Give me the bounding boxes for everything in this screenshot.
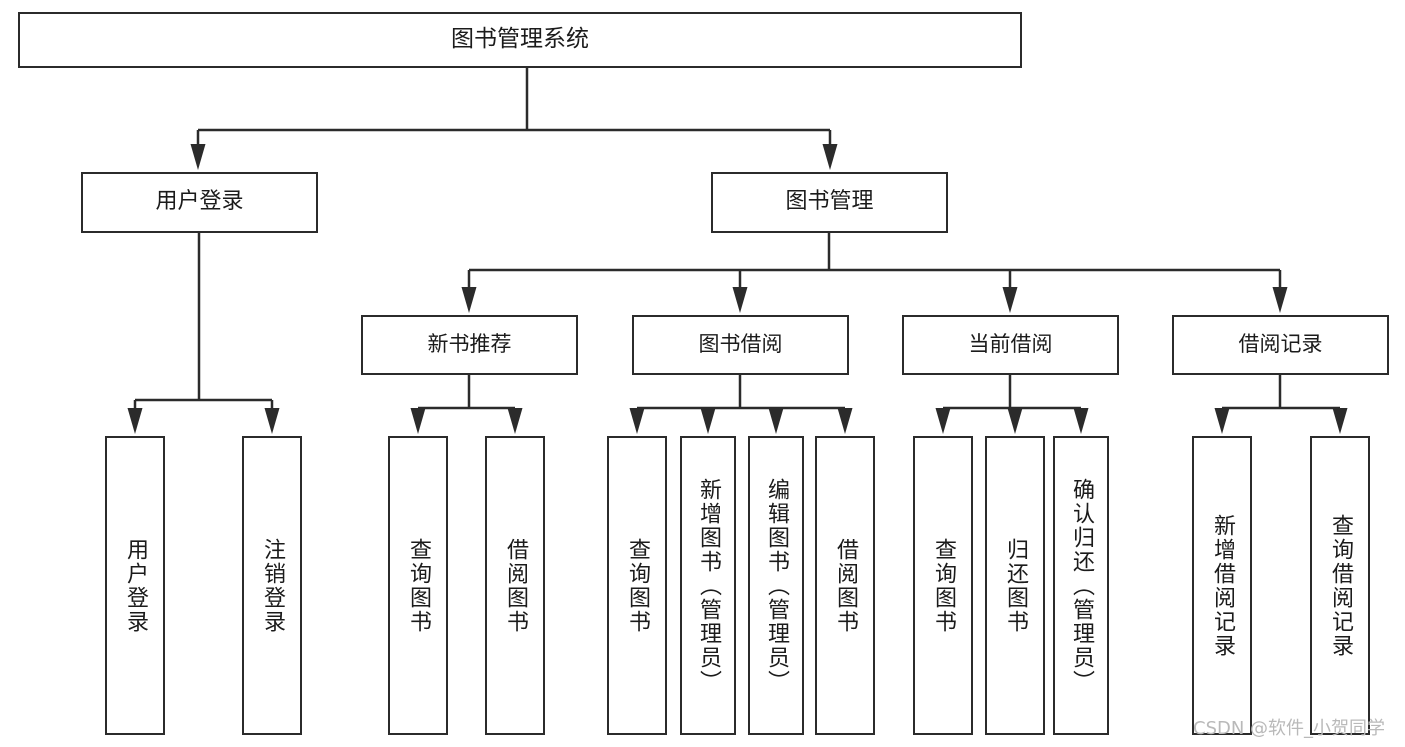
arrowhead-book_manage_to_level2-2 <box>1002 287 1018 313</box>
arrowhead-root_to_level1-0 <box>190 144 206 170</box>
node-leaf-add-borrow-record[interactable]: 新增借阅记录 <box>1192 436 1252 735</box>
arrowhead-record_to_leaves-1 <box>1332 408 1348 434</box>
node-book-manage-label: 图书管理 <box>785 189 874 215</box>
node-leaf-query-book-1-label: 查询图书 <box>406 537 431 634</box>
node-new-book-recommend[interactable]: 新书推荐 <box>361 315 578 375</box>
node-leaf-query-borrow-record-label: 查询借阅记录 <box>1328 513 1353 658</box>
arrowhead-borrow_to_leaves-1 <box>700 408 716 434</box>
node-leaf-query-borrow-record[interactable]: 查询借阅记录 <box>1310 436 1370 735</box>
node-leaf-query-book-1[interactable]: 查询图书 <box>388 436 448 735</box>
csdn-watermark: CSDN @软件_小贺同学 <box>1193 718 1386 739</box>
node-borrow-record[interactable]: 借阅记录 <box>1172 315 1389 375</box>
node-book-borrow[interactable]: 图书借阅 <box>632 315 849 375</box>
arrowhead-borrow_to_leaves-2 <box>768 408 784 434</box>
node-borrow-record-label: 借阅记录 <box>1238 332 1323 357</box>
arrowhead-book_manage_to_level2-1 <box>732 287 748 313</box>
node-leaf-edit-book-admin[interactable]: 编辑图书（管理员） <box>748 436 804 735</box>
arrowhead-root_to_level1-1 <box>822 144 838 170</box>
node-leaf-add-book-admin-label: 新增图书（管理员） <box>696 477 721 694</box>
node-leaf-user-login[interactable]: 用户登录 <box>105 436 165 735</box>
arrowhead-book_manage_to_level2-0 <box>461 287 477 313</box>
node-leaf-query-book-2[interactable]: 查询图书 <box>607 436 667 735</box>
node-current-borrow[interactable]: 当前借阅 <box>902 315 1119 375</box>
arrowhead-recommend_to_leaves-1 <box>507 408 523 434</box>
arrowhead-borrow_to_leaves-3 <box>837 408 853 434</box>
node-leaf-edit-book-admin-label: 编辑图书（管理员） <box>764 477 789 694</box>
arrowhead-user_login_to_leaves-1 <box>264 408 280 434</box>
node-book-borrow-label: 图书借阅 <box>698 332 783 357</box>
node-leaf-logout-login[interactable]: 注销登录 <box>242 436 302 735</box>
node-leaf-add-book-admin[interactable]: 新增图书（管理员） <box>680 436 736 735</box>
node-leaf-query-book-3-label: 查询图书 <box>931 537 956 634</box>
node-leaf-borrow-book-2[interactable]: 借阅图书 <box>815 436 875 735</box>
arrowhead-user_login_to_leaves-0 <box>127 408 143 434</box>
node-leaf-user-login-label: 用户登录 <box>123 537 148 634</box>
node-leaf-confirm-return-admin-label: 确认归还（管理员） <box>1069 477 1094 694</box>
node-leaf-borrow-book-1[interactable]: 借阅图书 <box>485 436 545 735</box>
node-root[interactable]: 图书管理系统 <box>18 12 1022 68</box>
arrowhead-current_to_leaves-1 <box>1007 408 1023 434</box>
node-leaf-confirm-return-admin[interactable]: 确认归还（管理员） <box>1053 436 1109 735</box>
node-leaf-query-book-2-label: 查询图书 <box>625 537 650 634</box>
node-leaf-query-book-3[interactable]: 查询图书 <box>913 436 973 735</box>
node-leaf-borrow-book-2-label: 借阅图书 <box>833 537 858 634</box>
node-new-book-recommend-label: 新书推荐 <box>427 332 512 357</box>
node-root-label: 图书管理系统 <box>451 26 589 53</box>
node-leaf-logout-login-label: 注销登录 <box>260 537 285 634</box>
arrowhead-current_to_leaves-2 <box>1073 408 1089 434</box>
arrowhead-recommend_to_leaves-0 <box>410 408 426 434</box>
node-user-login[interactable]: 用户登录 <box>81 172 318 233</box>
arrowhead-borrow_to_leaves-0 <box>629 408 645 434</box>
node-user-login-label: 用户登录 <box>155 189 244 215</box>
arrowhead-record_to_leaves-0 <box>1214 408 1230 434</box>
node-leaf-borrow-book-1-label: 借阅图书 <box>503 537 528 634</box>
node-current-borrow-label: 当前借阅 <box>968 332 1053 357</box>
node-leaf-add-borrow-record-label: 新增借阅记录 <box>1210 513 1235 658</box>
node-book-manage[interactable]: 图书管理 <box>711 172 948 233</box>
node-leaf-return-book[interactable]: 归还图书 <box>985 436 1045 735</box>
arrowhead-current_to_leaves-0 <box>935 408 951 434</box>
node-leaf-return-book-label: 归还图书 <box>1003 537 1028 634</box>
arrowhead-book_manage_to_level2-3 <box>1272 287 1288 313</box>
